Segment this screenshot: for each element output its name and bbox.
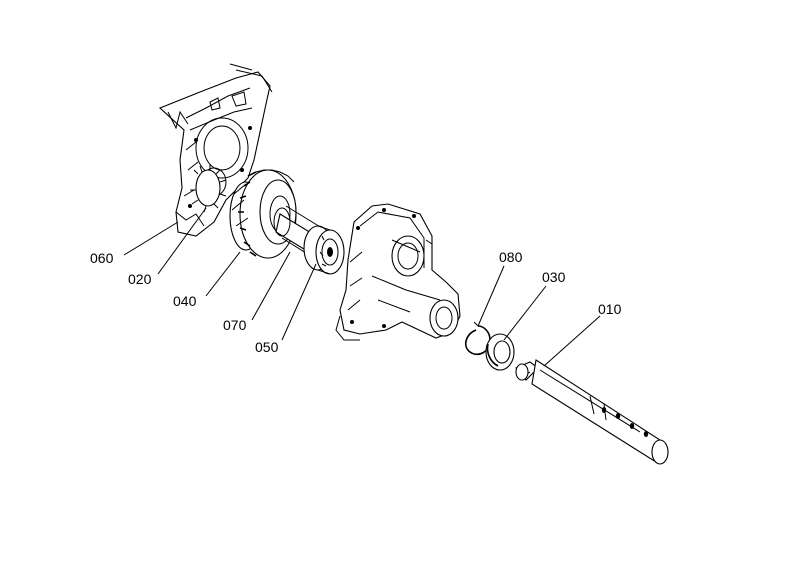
part-label-030: 030	[542, 269, 566, 285]
part-label-040: 040	[173, 293, 197, 309]
seal-030	[485, 333, 515, 371]
part-label-010: 010	[598, 301, 622, 317]
pto-shaft-010	[515, 359, 669, 465]
part-label-060: 060	[90, 250, 114, 266]
bearing-050	[303, 225, 345, 275]
part-label-080: 080	[499, 249, 523, 265]
small-gear-020	[190, 164, 227, 213]
leader-lines	[123, 207, 601, 367]
snap-ring-080	[464, 321, 491, 356]
part-labels: 060 020 040 070 050 080 030 010	[90, 249, 622, 355]
pto-housing	[335, 203, 461, 341]
part-label-020: 020	[128, 271, 152, 287]
part-label-070: 070	[223, 317, 247, 333]
part-label-050: 050	[255, 339, 279, 355]
